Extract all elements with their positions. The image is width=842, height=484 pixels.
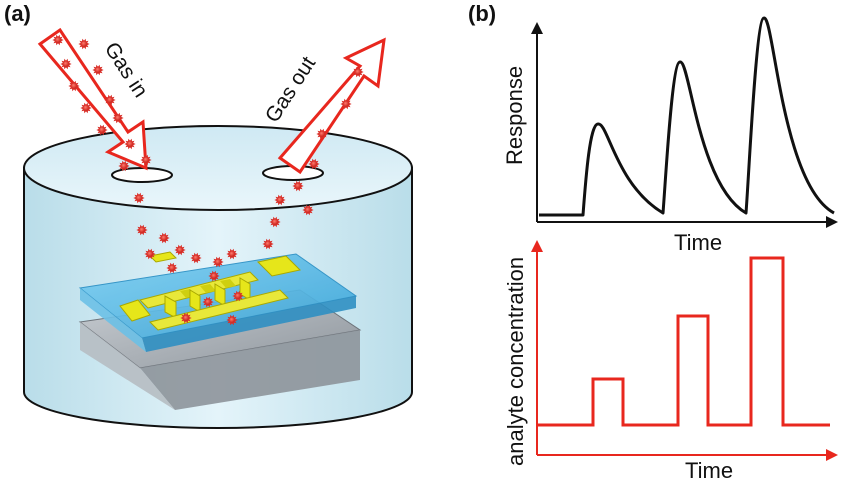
gas-molecule [352, 66, 364, 78]
gas-molecule [212, 256, 224, 268]
concentration-ylabel: analyte concentration [503, 257, 528, 466]
gas-molecule [158, 232, 170, 244]
gas-molecule [340, 98, 352, 110]
gas-molecule [96, 124, 108, 136]
gas-molecule [78, 38, 90, 50]
response-x-arrowhead [826, 216, 838, 228]
concentration-chart: analyte concentration Time [503, 240, 838, 483]
panel-label-b: (b) [468, 1, 496, 26]
gas-molecule [269, 216, 281, 228]
gas-molecule [52, 34, 64, 46]
inlet-hole [111, 167, 173, 183]
gas-molecule [308, 158, 320, 170]
gas-molecule [144, 248, 156, 260]
gas-molecule [133, 192, 145, 204]
gas-molecule [274, 194, 286, 206]
response-ylabel: Response [502, 66, 527, 165]
gas-molecule [190, 252, 202, 264]
response-xlabel: Time [674, 230, 722, 255]
gas-molecule [174, 244, 186, 256]
gas-molecule [166, 262, 178, 274]
gas-molecule [68, 80, 80, 92]
response-curve [539, 16, 835, 217]
gas-molecule [226, 314, 238, 326]
gas-molecule [262, 238, 274, 250]
gas-molecule [302, 204, 314, 216]
concentration-x-arrowhead [826, 449, 838, 461]
sensor-device [78, 251, 362, 410]
gas-molecule [112, 112, 124, 124]
concentration-y-arrowhead [531, 240, 543, 252]
gas-molecule [202, 296, 214, 308]
panel-label-a: (a) [4, 1, 31, 26]
gas-molecule [136, 224, 148, 236]
gas-molecule [208, 270, 220, 282]
gas-molecule [140, 154, 152, 166]
gas-molecule [226, 248, 238, 260]
gas-molecule [292, 180, 304, 192]
chamber-lid [23, 125, 413, 211]
gas-in-label: Gas in [100, 38, 152, 101]
concentration-xlabel: Time [685, 458, 733, 483]
gas-out-label: Gas out [261, 52, 320, 126]
gas-molecule [316, 128, 328, 140]
response-chart: Response Time [502, 16, 838, 255]
concentration-step-line [537, 256, 830, 427]
gas-molecule [104, 94, 116, 106]
gas-molecule [180, 312, 192, 324]
gas-molecule [124, 138, 136, 150]
gas-molecule [92, 64, 104, 76]
gas-molecule [80, 102, 92, 114]
gas-molecule [232, 290, 244, 302]
gas-molecule [60, 58, 72, 70]
gas-molecules [52, 34, 364, 326]
response-y-arrowhead [531, 22, 543, 34]
gas-molecule [118, 160, 130, 172]
